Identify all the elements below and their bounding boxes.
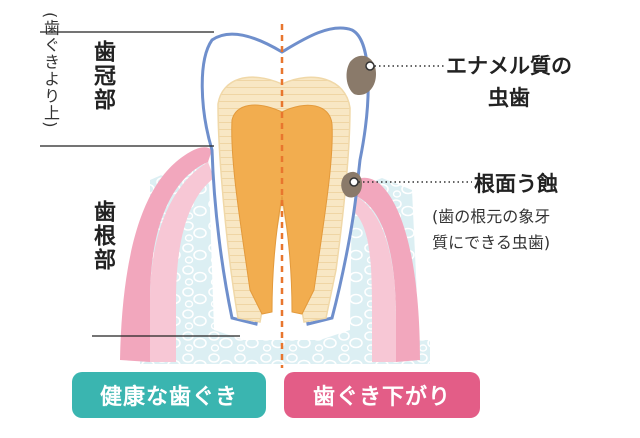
root-caries-label: 根面う蝕: [474, 172, 558, 196]
pulp: [231, 104, 333, 315]
enamel-caries-label: エナメル質の 虫歯: [446, 50, 572, 114]
root-caries-note-line1: (歯の根元の象牙: [432, 207, 551, 226]
healthy-gum-badge: 健康な歯ぐき: [72, 372, 266, 418]
gum-receding: [352, 177, 420, 362]
root-label: 歯根部: [90, 200, 115, 272]
gum-healthy-inner: [150, 162, 214, 362]
gum-receding-inner: [352, 196, 396, 362]
crown-note-label: (歯ぐきより上): [41, 12, 60, 129]
enamel-caries-dot: [365, 61, 375, 71]
enamel-caries-label-line1: エナメル質の: [446, 54, 572, 78]
gum-healthy: [120, 147, 212, 362]
root-caries-note-line2: 質にできる虫歯): [432, 233, 551, 252]
crown-label: 歯冠部: [90, 40, 115, 112]
root-caries-note: (歯の根元の象牙 質にできる虫歯): [432, 204, 550, 256]
root-caries-dot: [349, 177, 359, 187]
enamel-caries-label-line2: 虫歯: [488, 86, 530, 110]
receding-gum-badge: 歯ぐき下がり: [284, 372, 480, 418]
